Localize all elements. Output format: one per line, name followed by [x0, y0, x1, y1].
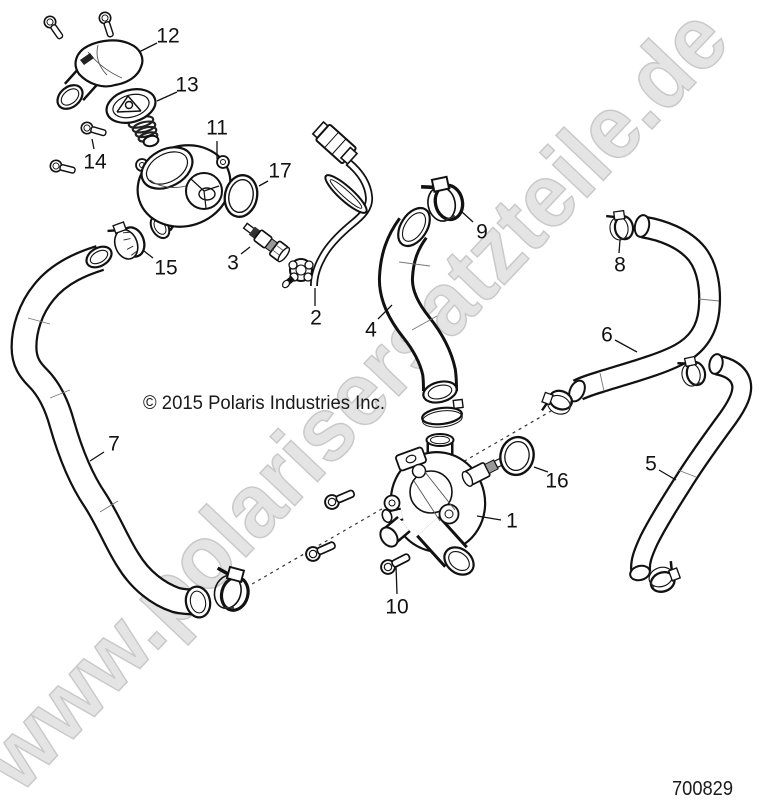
cover-dome [74, 39, 144, 88]
leader-9 [460, 210, 474, 223]
thermostat-housing-11 [135, 144, 244, 240]
callout-3: 3 [227, 252, 239, 275]
figure-number: 700829 [672, 778, 733, 800]
thermostat-cover-12 [56, 39, 144, 110]
pump-left-barb-opening [381, 508, 393, 524]
sensor-with-lead-2 [281, 120, 374, 289]
assembly-axis-dashed-line [239, 388, 590, 592]
hose-7 [10, 245, 212, 619]
callout-2: 2 [310, 307, 322, 330]
callout-10: 10 [385, 596, 408, 619]
pump-neck-clamp [421, 398, 464, 428]
leader-lines [89, 42, 677, 595]
callout-1: 1 [506, 510, 518, 533]
leader-4 [377, 304, 393, 320]
thermostat-13 [105, 88, 160, 148]
callout-6: 6 [601, 324, 613, 347]
cover-slot [80, 53, 94, 65]
leader-13 [156, 91, 178, 102]
leader-8 [618, 239, 621, 254]
leader-14 [91, 138, 95, 150]
leader-15 [143, 250, 154, 259]
pump-left-port-opening [379, 526, 399, 548]
sensor-connector [311, 120, 359, 166]
copyright-text: © 2015 Polaris Industries Inc. [143, 393, 385, 414]
leader-12 [138, 42, 158, 53]
callout-11: 11 [206, 117, 228, 140]
leader-7 [89, 451, 105, 462]
coolant-sensor-3 [242, 222, 291, 263]
hose-6-top-opening [633, 214, 651, 238]
leader-17 [258, 180, 269, 187]
housing-inlet-opening [140, 146, 194, 190]
callout-labels: 1 2 3 4 5 6 7 8 9 10 11 12 13 14 15 16 1… [83, 25, 657, 619]
callout-14: 14 [83, 151, 107, 174]
leader-16 [533, 466, 549, 473]
callout-8: 8 [614, 254, 626, 277]
clamp-15 [107, 221, 146, 260]
leader-10 [395, 565, 398, 595]
leader-1 [476, 515, 502, 521]
water-pump-1 [379, 398, 504, 576]
hose-5-top-opening [708, 353, 724, 375]
o-ring-16 [499, 435, 535, 477]
sensor-bracket-loop [324, 174, 368, 214]
callout-5: 5 [645, 453, 657, 476]
thermostat-cup [142, 134, 160, 148]
callout-4: 4 [365, 319, 377, 342]
callout-12: 12 [156, 25, 179, 48]
leader-5 [658, 469, 677, 481]
callout-15: 15 [154, 257, 177, 280]
callout-17: 17 [268, 160, 291, 183]
leader-3 [240, 246, 251, 255]
leader-6 [614, 339, 638, 353]
callout-13: 13 [175, 74, 198, 97]
callout-9: 9 [476, 221, 488, 244]
hose-6 [568, 214, 722, 403]
hose-5 [629, 353, 753, 582]
o-ring-17 [223, 174, 259, 218]
hose-5-end-opening [629, 564, 651, 582]
sensor-2-hex-body [281, 257, 314, 289]
callout-7: 7 [108, 433, 120, 456]
callout-16: 16 [545, 470, 568, 493]
hose-4 [377, 206, 458, 404]
